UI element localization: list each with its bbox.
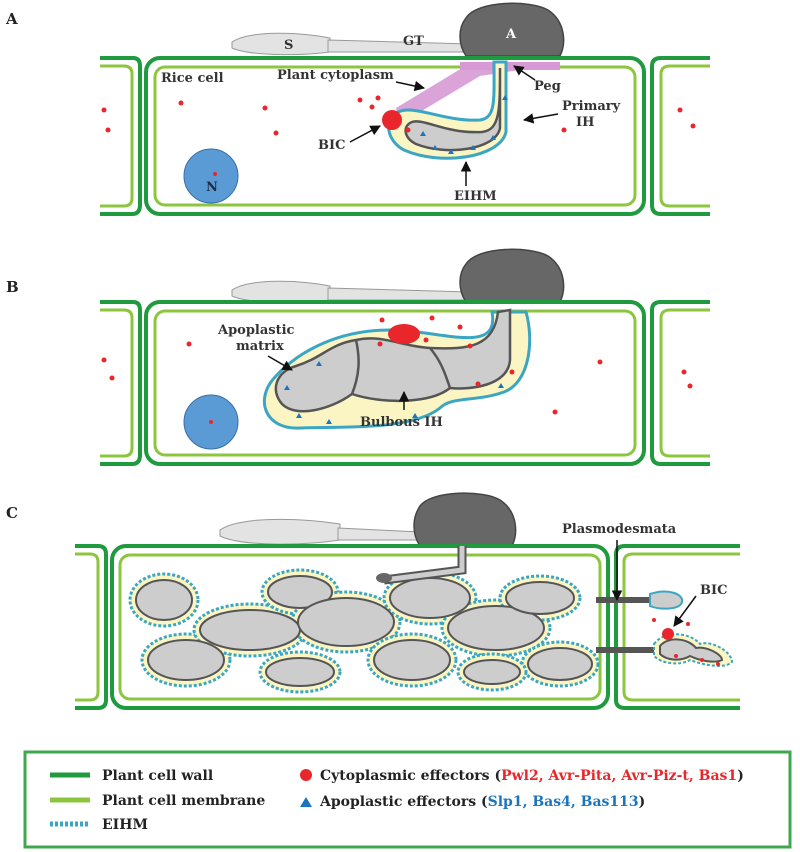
panel-b: B Apoplastic: [6, 248, 710, 466]
legend-apo-list: Slp1, Bas4, Bas113: [488, 794, 639, 810]
legend-apo-suffix: ): [639, 794, 646, 810]
legend: Plant cell wall Plant cell membrane EIHM…: [23, 750, 792, 849]
bic-b: [388, 324, 420, 344]
spore: [231, 32, 331, 56]
legend-cell-membrane: Plant cell membrane: [102, 793, 265, 809]
invasive-hyphae-c: [135, 575, 593, 687]
spore-c: [219, 518, 341, 545]
label-s: S: [284, 38, 293, 53]
legend-cyto-suffix: ): [737, 768, 744, 784]
nucleus-a: [183, 148, 239, 204]
apoplastic-effectors-a: [420, 95, 508, 154]
panel-a-letter: A: [5, 10, 18, 28]
label-gt: GT: [403, 34, 424, 49]
label-plasmodesmata: Plasmodesmata: [562, 522, 677, 537]
cell-membrane-b: [100, 308, 710, 458]
label-bic-a: BIC: [318, 138, 345, 153]
legend-apoplastic: Apoplastic effectors (Slp1, Bas4, Bas113…: [319, 794, 645, 810]
germ-tube-c: [337, 527, 421, 541]
appressorium-b: [459, 248, 565, 303]
label-apoplastic-1: Apoplastic: [217, 323, 295, 338]
cell-membrane-c: [75, 552, 740, 702]
panel-c-letter: C: [6, 504, 18, 522]
cytoplasmic-effectors-c: [652, 618, 720, 666]
cell-wall-c: [75, 544, 740, 710]
cytoplasm-band: [460, 62, 560, 70]
panel-a: A S GT A N: [5, 2, 710, 216]
legend-cyto-list: Pwl2, Avr-Pita, Avr-Piz-t, Bas1: [501, 768, 737, 784]
bic-remnant: [376, 573, 392, 583]
label-n: N: [206, 180, 218, 195]
label-primary-1: Primary: [562, 99, 621, 114]
cytoplasmic-effector-icon: [300, 769, 312, 781]
bic-a: [382, 110, 402, 130]
apoplastic-effectors-b: [284, 361, 504, 424]
legend-cytoplasmic: Cytoplasmic effectors (Pwl2, Avr-Pita, A…: [320, 768, 744, 784]
label-peg: Peg: [534, 79, 561, 94]
primary-ih: [404, 67, 502, 152]
label-primary-2: IH: [576, 115, 594, 130]
spore-b: [231, 280, 331, 304]
apoplastic-effector-icon: [300, 797, 312, 807]
label-eihm: EIHM: [454, 189, 497, 204]
legend-frame: [23, 750, 792, 849]
appressorium: [459, 2, 565, 57]
germ-tube: [327, 39, 471, 53]
cell-wall: [100, 56, 710, 216]
legend-apo-prefix: Apoplastic effectors (: [319, 794, 488, 810]
appressorium-c: [413, 492, 517, 547]
label-a: A: [505, 27, 517, 42]
germ-tube-b: [327, 287, 471, 301]
label-bic-c: BIC: [700, 583, 727, 598]
cytoplasmic-effectors-b: [101, 315, 693, 424]
cell-wall-b: [100, 300, 710, 466]
legend-eihm: EIHM: [102, 817, 148, 833]
label-rice-cell: Rice cell: [161, 71, 224, 86]
panel-b-letter: B: [6, 278, 19, 296]
cell-membrane: [100, 64, 710, 208]
legend-cyto-prefix: Cytoplasmic effectors (: [320, 768, 501, 784]
legend-cell-wall: Plant cell wall: [102, 768, 213, 784]
bulbous-ih-septa: [350, 339, 452, 395]
cytoplasmic-effectors-a: [101, 95, 696, 176]
panel-c: C: [6, 492, 740, 710]
label-plant-cytoplasm: Plant cytoplasm: [277, 68, 394, 83]
bulbous-ih: [274, 308, 512, 413]
label-bulbous-ih: Bulbous IH: [360, 415, 443, 430]
label-apoplastic-2: matrix: [236, 339, 284, 354]
